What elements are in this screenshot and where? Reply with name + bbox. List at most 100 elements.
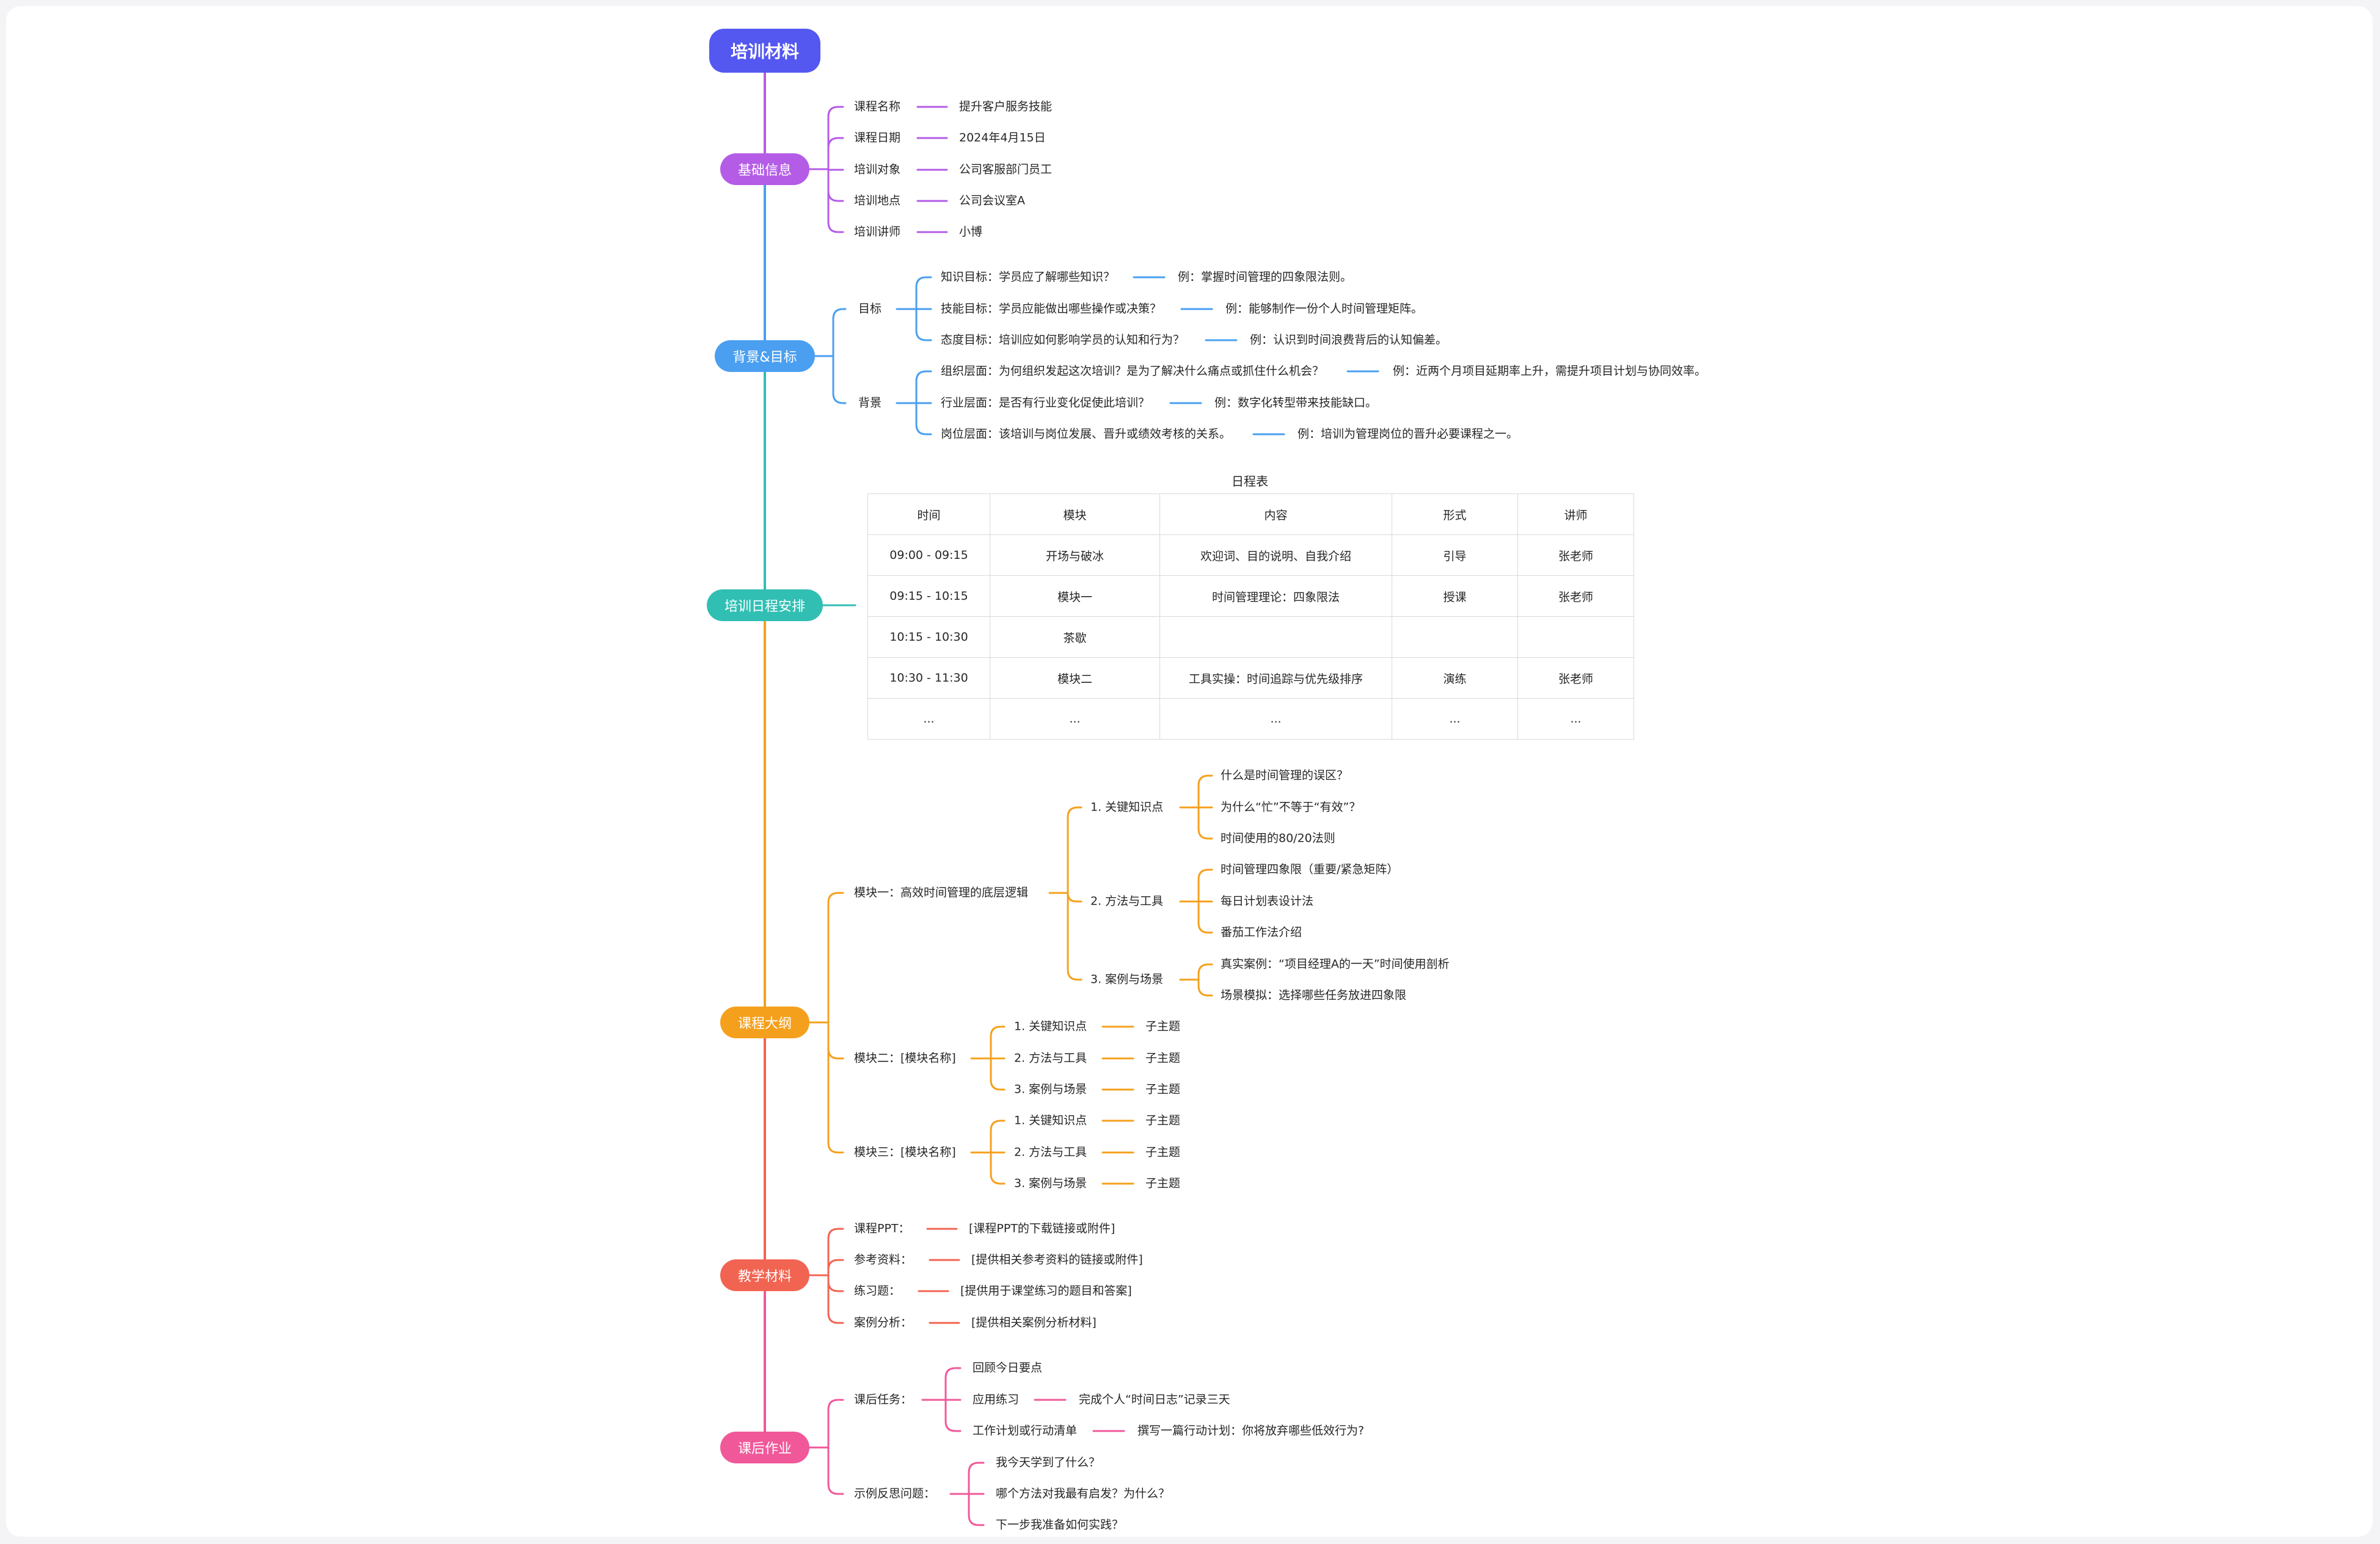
module-sub-value[interactable]: 子主题 — [1145, 1082, 1181, 1096]
module-label[interactable]: 模块三：[模块名称] — [854, 1145, 956, 1159]
homework-item-value[interactable]: 撰写一篇行动计划：你将放弃哪些低效行为? — [1137, 1424, 1365, 1438]
homework-item-label[interactable]: 回顾今日要点 — [973, 1361, 1043, 1375]
module-sub-value[interactable]: 子主题 — [1145, 1176, 1181, 1190]
table-header-cell: 模块 — [990, 493, 1160, 535]
basic-item-label[interactable]: 课程名称 — [854, 100, 901, 114]
branch-materials[interactable]: 教学材料 — [720, 1259, 809, 1291]
homework-item-label[interactable]: 工作计划或行动清单 — [973, 1424, 1078, 1438]
module-sub-item[interactable]: 番茄工作法介绍 — [1221, 925, 1302, 939]
basic-item-label[interactable]: 培训对象 — [854, 162, 901, 177]
branch-basic[interactable]: 基础信息 — [720, 153, 809, 185]
module-label[interactable]: 模块一：高效时间管理的底层逻辑 — [854, 886, 1029, 900]
bracket-arm — [990, 1120, 1006, 1154]
reflection-question[interactable]: 下一步我准备如何实践？ — [996, 1518, 1124, 1532]
module-sub-label[interactable]: 2. 方法与工具 — [1014, 1145, 1087, 1159]
table-header-cell: 讲师 — [1517, 493, 1634, 535]
basic-item-value[interactable]: 公司会议室A — [959, 194, 1025, 208]
module-sub-item[interactable]: 为什么“忙”不等于“有效”？ — [1221, 800, 1361, 814]
background-group-label[interactable]: 背景 — [858, 396, 882, 410]
canvas-background — [6, 6, 2373, 1537]
goal-item-label[interactable]: 态度目标：培训应如何影响学员的认知和行为？ — [941, 333, 1185, 347]
bracket-arm — [832, 308, 847, 357]
module-sub-label[interactable]: 3. 案例与场景 — [1014, 1082, 1087, 1096]
table-cell: 演练 — [1392, 657, 1518, 699]
module-label[interactable]: 模块二：[模块名称] — [854, 1051, 956, 1065]
branch-homework[interactable]: 课后作业 — [720, 1432, 809, 1463]
branch-schedule[interactable]: 培训日程安排 — [707, 589, 823, 621]
material-item-value[interactable]: [提供相关案例分析材料] — [971, 1316, 1097, 1330]
basic-item-label[interactable]: 课程日期 — [854, 131, 901, 145]
module-sub-label[interactable]: 3. 案例与场景 — [1090, 972, 1164, 986]
bracket-arm — [944, 1399, 962, 1432]
module-sub-label[interactable]: 1. 关键知识点 — [1014, 1019, 1087, 1033]
table-row: 10:30 - 11:30 模块二 工具实操：时间追踪与优先级排序 演练 张老师 — [867, 657, 1634, 699]
module-sub-label[interactable]: 1. 关键知识点 — [1014, 1113, 1087, 1127]
material-item-label[interactable]: 课程PPT： — [854, 1222, 910, 1236]
material-item-value[interactable]: [课程PPT的下载链接或附件] — [969, 1222, 1115, 1236]
basic-item-label[interactable]: 培训讲师 — [854, 225, 901, 239]
table-cell: ... — [1159, 698, 1392, 740]
basic-item-value[interactable]: 2024年4月15日 — [959, 131, 1046, 145]
table-cell: 授课 — [1392, 575, 1518, 617]
reflection-question[interactable]: 哪个方法对我最有启发？为什么？ — [996, 1487, 1170, 1501]
module-sub-value[interactable]: 子主题 — [1145, 1113, 1181, 1127]
goal-item-label[interactable]: 技能目标：学员应能做出哪些操作或决策？ — [941, 302, 1162, 316]
basic-item-value[interactable]: 提升客户服务技能 — [959, 100, 1053, 114]
module-sub-label[interactable]: 2. 方法与工具 — [1090, 894, 1164, 908]
bracket-arm — [827, 1021, 844, 1060]
material-item-label[interactable]: 参考资料： — [854, 1253, 913, 1267]
material-item-value[interactable]: [提供用于课堂练习的题目和答案] — [960, 1284, 1132, 1298]
homework-item-value[interactable]: 完成个人“时间日志”记录三天 — [1079, 1393, 1230, 1407]
goal-item-value[interactable]: 例：认识到时间浪费背后的认知偏差。 — [1250, 333, 1448, 347]
module-sub-item[interactable]: 每日计划表设计法 — [1221, 894, 1314, 908]
bracket-arm — [827, 892, 844, 1024]
module-sub-label[interactable]: 1. 关键知识点 — [1090, 800, 1164, 814]
goals-group-label[interactable]: 目标 — [858, 302, 882, 316]
bracket-arm — [1197, 774, 1213, 809]
homework-group-label[interactable]: 课后任务： — [854, 1393, 913, 1407]
homework-item-label[interactable]: 应用练习 — [973, 1393, 1020, 1407]
branch-background-goals[interactable]: 背景&目标 — [715, 340, 815, 372]
module-sub-value[interactable]: 子主题 — [1145, 1051, 1181, 1065]
table-cell — [1159, 616, 1392, 658]
bracket-arm — [827, 1274, 844, 1324]
background-item-label[interactable]: 行业层面：是否有行业变化促使此培训？ — [941, 396, 1150, 410]
table-cell: 时间管理理论：四象限法 — [1159, 575, 1392, 617]
bracket-arm — [1197, 963, 1213, 981]
branch-outline[interactable]: 课程大纲 — [720, 1007, 809, 1038]
module-sub-label[interactable]: 3. 案例与场景 — [1014, 1176, 1087, 1190]
basic-item-value[interactable]: 公司客服部门员工 — [959, 162, 1053, 177]
module-sub-item[interactable]: 真实案例：“项目经理A的一天”时间使用剖析 — [1221, 957, 1450, 971]
module-sub-label[interactable]: 2. 方法与工具 — [1014, 1051, 1087, 1065]
goal-item-value[interactable]: 例：能够制作一份个人时间管理矩阵。 — [1225, 302, 1423, 316]
table-cell: 模块二 — [990, 657, 1160, 699]
background-item-label[interactable]: 组织层面：为何组织发起这次培训？是为了解决什么痛点或抓住什么机会？ — [941, 364, 1324, 378]
homework-group-label[interactable]: 示例反思问题： — [854, 1487, 936, 1501]
root-node[interactable]: 培训材料 — [709, 29, 820, 73]
material-item-value[interactable]: [提供相关参考资料的链接或附件] — [971, 1253, 1143, 1267]
reflection-question[interactable]: 我今天学到了什么？ — [996, 1455, 1101, 1469]
table-cell: ... — [990, 698, 1160, 740]
bracket-arm — [827, 106, 844, 170]
module-sub-value[interactable]: 子主题 — [1145, 1145, 1181, 1159]
module-sub-item[interactable]: 场景模拟：选择哪些任务放进四象限 — [1221, 988, 1407, 1002]
table-cell: 欢迎词、目的说明、自我介绍 — [1159, 534, 1392, 576]
background-item-label[interactable]: 岗位层面：该培训与岗位发展、晋升或绩效考核的关系。 — [941, 427, 1232, 441]
module-sub-item[interactable]: 时间管理四象限（重要/紧急矩阵） — [1221, 862, 1399, 876]
basic-item-value[interactable]: 小博 — [959, 225, 983, 239]
background-item-value[interactable]: 例：数字化转型带来技能缺口。 — [1214, 396, 1378, 410]
bracket-arm — [827, 168, 844, 233]
table-row: 09:15 - 10:15 模块一 时间管理理论：四象限法 授课 张老师 — [867, 575, 1634, 617]
goal-item-value[interactable]: 例：掌握时间管理的四象限法则。 — [1178, 270, 1352, 284]
material-item-label[interactable]: 练习题： — [854, 1284, 901, 1298]
module-sub-value[interactable]: 子主题 — [1145, 1019, 1181, 1033]
material-item-label[interactable]: 案例分析： — [854, 1316, 913, 1330]
goal-item-label[interactable]: 知识目标：学员应了解哪些知识？ — [941, 270, 1115, 284]
module-sub-item[interactable]: 什么是时间管理的误区？ — [1221, 768, 1349, 782]
basic-item-label[interactable]: 培训地点 — [854, 194, 901, 208]
module-sub-item[interactable]: 时间使用的80/20法则 — [1221, 831, 1335, 845]
table-row: 10:15 - 10:30 茶歇 — [867, 616, 1634, 658]
table-cell — [1517, 616, 1634, 658]
background-item-value[interactable]: 例：近两个月项目延期率上升，需提升项目计划与协同效率。 — [1393, 364, 1707, 378]
background-item-value[interactable]: 例：培训为管理岗位的晋升必要课程之一。 — [1298, 427, 1519, 441]
